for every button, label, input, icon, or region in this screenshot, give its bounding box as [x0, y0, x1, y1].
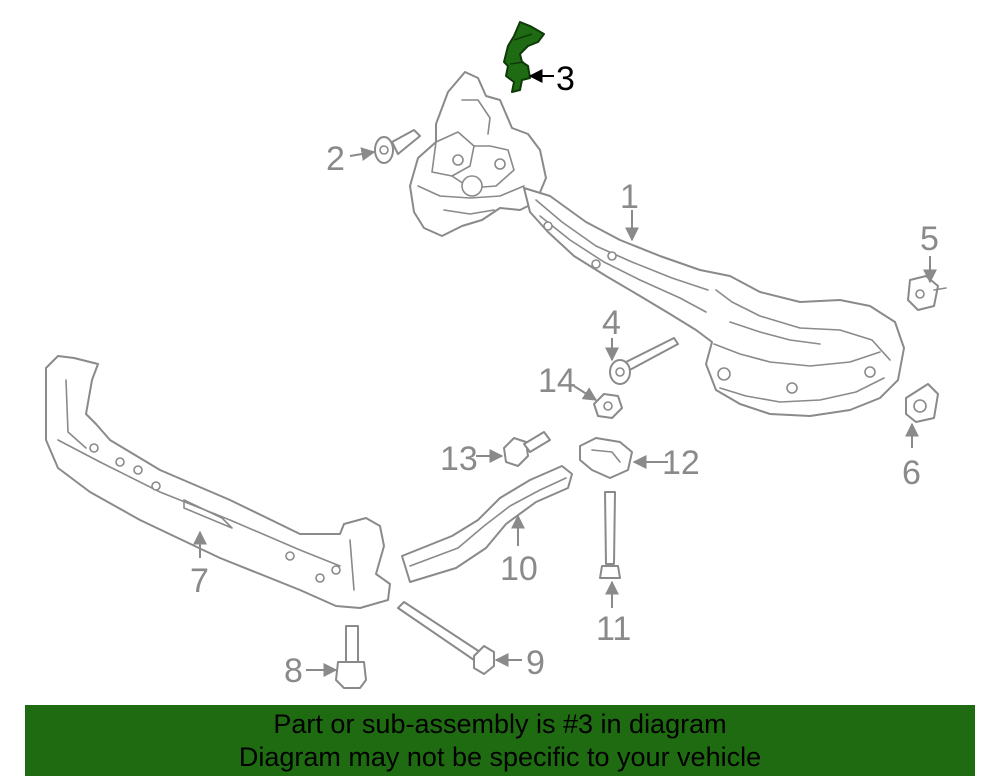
- callout-7: 7: [190, 562, 209, 600]
- callout-14: 14: [538, 362, 576, 400]
- part-13-bolt: [503, 431, 551, 467]
- part-14-nut: [593, 393, 623, 419]
- callout-12: 12: [662, 444, 700, 482]
- callout-6: 6: [902, 454, 921, 492]
- part-10-reinforcement: [401, 465, 573, 583]
- callout-9: 9: [526, 644, 545, 682]
- banner-line-2: Diagram may not be specific to your vehi…: [238, 741, 762, 772]
- leader-14: [573, 385, 598, 401]
- callout-11: 11: [596, 610, 631, 648]
- info-banner: Part or sub-assembly is #3 in diagram Di…: [25, 705, 975, 776]
- part-3-bracket[interactable]: [503, 21, 545, 93]
- leader-2: [349, 147, 376, 161]
- callout-3: 3: [556, 60, 575, 98]
- callout-4: 4: [602, 304, 621, 342]
- callout-5: 5: [920, 220, 939, 258]
- part-12-bracket: [579, 437, 633, 479]
- part-7-tie-bar: [45, 355, 391, 609]
- part-2-bolt: [374, 129, 421, 164]
- callout-13: 13: [440, 440, 478, 478]
- part-6-clip: [905, 383, 939, 423]
- callout-10: 10: [500, 550, 538, 588]
- callout-8: 8: [284, 652, 303, 690]
- part-5-clip: [907, 275, 947, 311]
- callout-1: 1: [620, 178, 639, 216]
- part-9-bolt: [397, 601, 495, 675]
- callout-2: 2: [326, 140, 345, 178]
- banner-line-1: Part or sub-assembly is #3 in diagram: [273, 708, 727, 739]
- part-11-bolt: [599, 491, 621, 579]
- part-1-subframe: [409, 71, 905, 417]
- part-8-bolt: [335, 625, 367, 689]
- part-4-bolt: [609, 337, 679, 385]
